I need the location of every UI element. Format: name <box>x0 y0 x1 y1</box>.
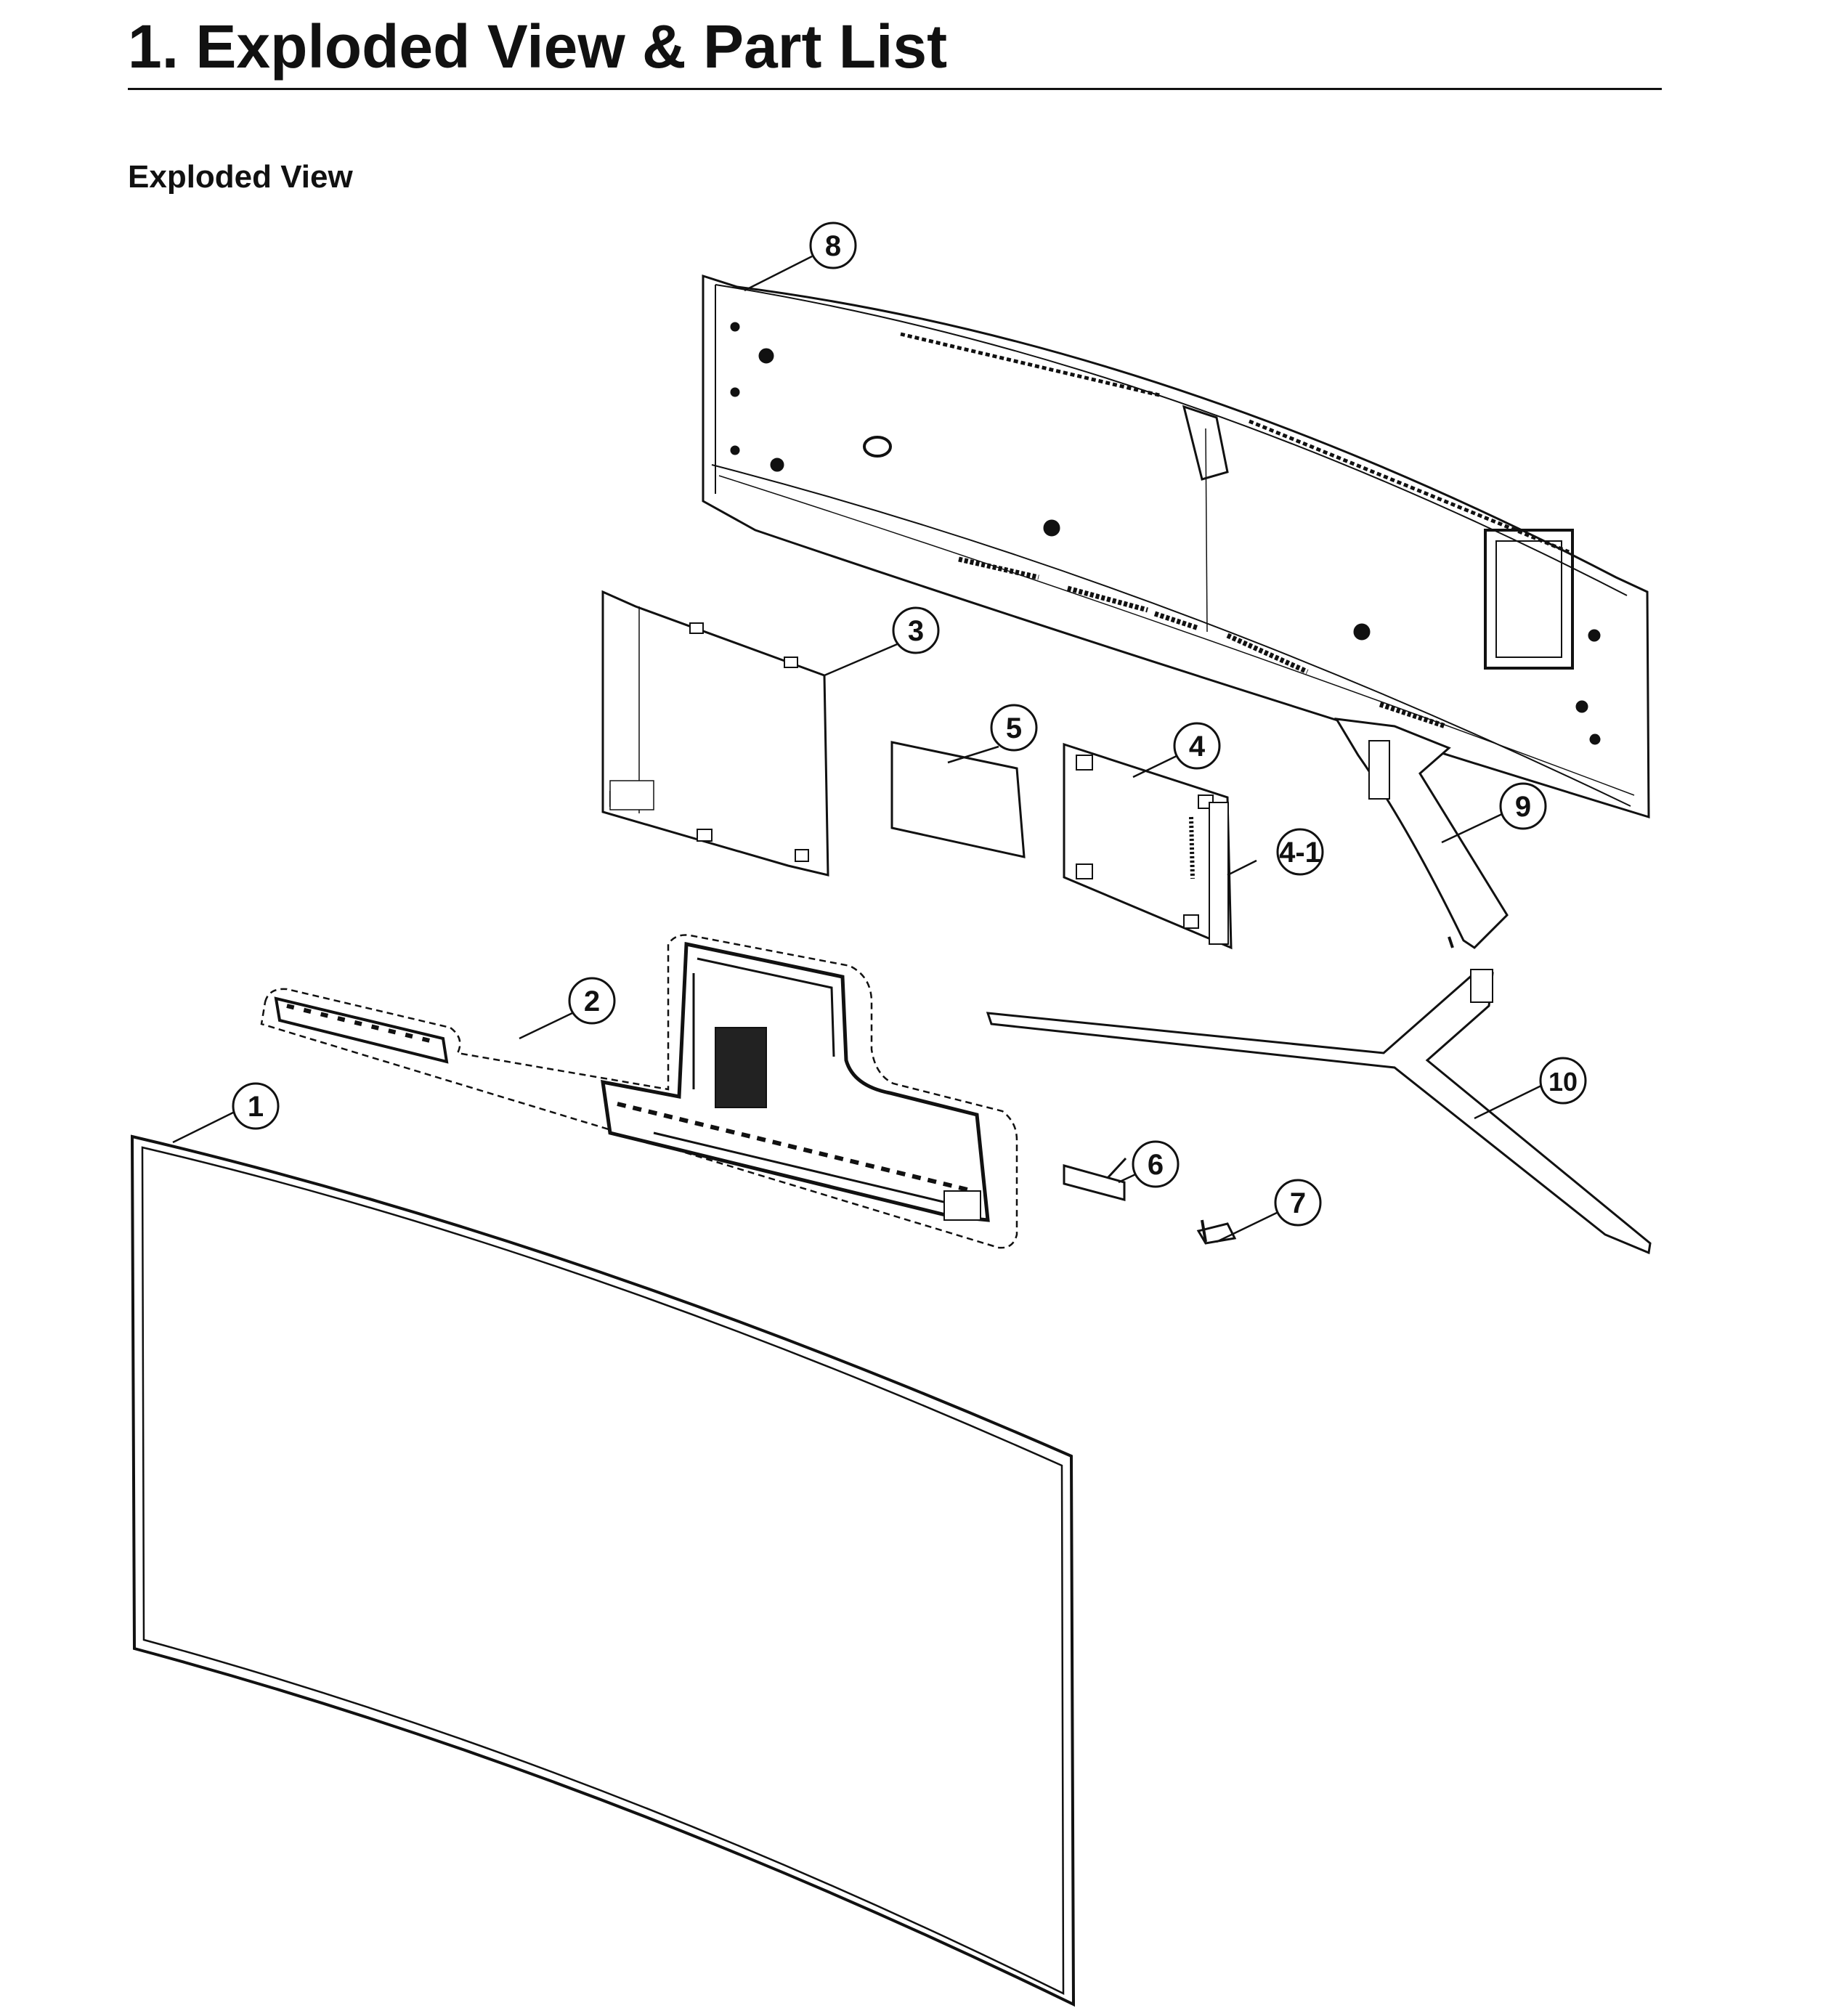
callout-label: 10 <box>1548 1067 1578 1097</box>
callout-label: 9 <box>1515 791 1531 823</box>
callout-3: 3 <box>892 606 940 654</box>
callout-7: 7 <box>1274 1179 1322 1227</box>
part-stand-neck <box>1334 718 1509 949</box>
callout-4: 4 <box>1173 722 1221 770</box>
part-clip-7 <box>1196 1219 1237 1245</box>
callout-label: 6 <box>1148 1149 1164 1181</box>
part-frame-group-2 <box>260 934 1018 1249</box>
callout-label: 1 <box>248 1091 264 1123</box>
title-underline <box>128 88 1662 90</box>
callout-label: 3 <box>908 615 924 647</box>
callout-6: 6 <box>1132 1140 1180 1188</box>
callout-label: 7 <box>1290 1187 1306 1219</box>
part-board-5 <box>890 741 1026 858</box>
part-bracket-6 <box>1063 1157 1127 1201</box>
part-board-4 <box>1063 742 1233 950</box>
part-board-3 <box>601 590 829 877</box>
part-stand-base <box>986 969 1652 1255</box>
callout-9: 9 <box>1499 782 1547 830</box>
callout-label: 4 <box>1189 731 1206 763</box>
callout-label: 4-1 <box>1279 837 1321 869</box>
leader-lines <box>172 255 1542 1243</box>
callout-label: 5 <box>1006 712 1022 744</box>
section-heading: Exploded View <box>128 159 353 195</box>
callout-10: 10 <box>1539 1057 1587 1105</box>
callout-label: 8 <box>825 230 841 262</box>
callout-2: 2 <box>568 977 616 1025</box>
callout-label: 2 <box>584 985 600 1017</box>
callout-1: 1 <box>232 1082 280 1130</box>
page-title: 1. Exploded View & Part List <box>128 12 948 81</box>
callout-4-1: 4-1 <box>1276 828 1324 876</box>
callout-8: 8 <box>809 221 857 269</box>
part-front-panel <box>130 1134 1076 2007</box>
callout-5: 5 <box>990 704 1038 752</box>
part-rear-cover <box>702 274 1650 819</box>
